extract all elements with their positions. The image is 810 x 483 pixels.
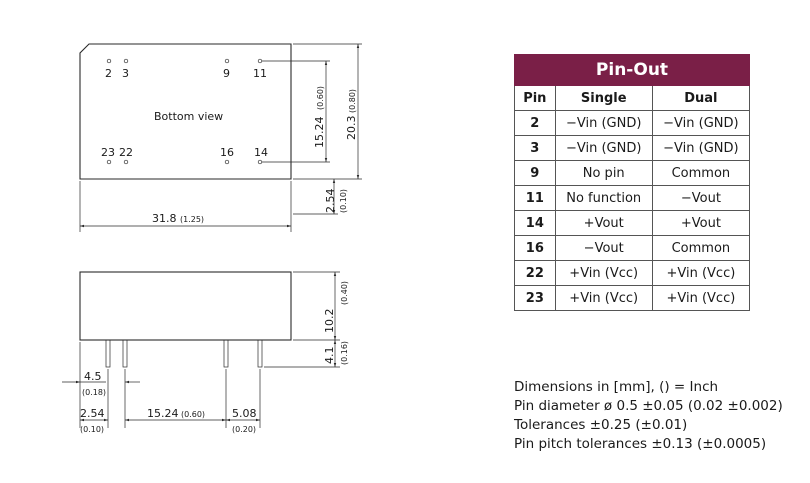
cell-single: +Vout bbox=[554, 210, 653, 236]
dim-span-in: (0.60) bbox=[181, 410, 205, 419]
pin-label-14: 14 bbox=[254, 146, 268, 159]
cell-dual: −Vin (GND) bbox=[651, 135, 751, 161]
cell-dual: −Vout bbox=[651, 185, 751, 211]
cell-pin: 2 bbox=[514, 110, 556, 136]
side-pin-1 bbox=[105, 339, 111, 368]
table-row: 22 +Vin (Vcc) +Vin (Vcc) bbox=[514, 260, 751, 286]
pin-marker-2 bbox=[106, 58, 112, 64]
header-single: Single bbox=[554, 85, 653, 111]
dim-body-h-in: (0.40) bbox=[340, 281, 349, 305]
cell-pin: 16 bbox=[514, 235, 556, 261]
cell-pin: 9 bbox=[514, 160, 556, 186]
dim-span-mm: 15.24 bbox=[147, 407, 179, 420]
dim-edge-in: (0.18) bbox=[82, 388, 106, 397]
dim-first-pin-in: (0.10) bbox=[80, 425, 104, 434]
pin-marker-16 bbox=[224, 159, 230, 165]
pin-label-22: 22 bbox=[119, 146, 133, 159]
dim-pitch-v-in: (0.60) bbox=[316, 86, 325, 110]
pin-label-9: 9 bbox=[223, 67, 230, 80]
header-pin: Pin bbox=[514, 85, 556, 111]
dim-edge-mm: 4.5 bbox=[84, 370, 102, 383]
table-row: 9 No pin Common bbox=[514, 160, 751, 186]
dim-height-in: (0.80) bbox=[348, 89, 357, 113]
dim-body-h-mm: 10.2 bbox=[323, 309, 336, 334]
pin-marker-22 bbox=[123, 159, 129, 165]
cell-single: No function bbox=[554, 185, 653, 211]
cell-single: −Vout bbox=[554, 235, 653, 261]
pin-label-3: 3 bbox=[122, 67, 129, 80]
cell-pin: 14 bbox=[514, 210, 556, 236]
cell-dual: +Vout bbox=[651, 210, 751, 236]
cell-pin: 23 bbox=[514, 285, 556, 311]
module-outline-bottom bbox=[79, 43, 292, 180]
cell-pin: 22 bbox=[514, 260, 556, 286]
dim-pitch-mm: 5.08 bbox=[232, 407, 257, 420]
note-line: Dimensions in [mm], () = Inch bbox=[514, 379, 719, 395]
dim-offset-mm: 2.54 bbox=[324, 189, 337, 214]
table-row: 16 −Vout Common bbox=[514, 235, 751, 261]
note-line: Pin pitch tolerances ±0.13 (±0.0005) bbox=[514, 436, 767, 452]
cell-dual: Common bbox=[651, 235, 751, 261]
note-line: Pin diameter ø 0.5 ±0.05 (0.02 ±0.002) bbox=[514, 398, 783, 414]
pinout-table: Pin-Out Pin Single Dual 2 −Vin (GND) −Vi… bbox=[514, 54, 751, 311]
pin-marker-3 bbox=[123, 58, 129, 64]
cell-pin: 11 bbox=[514, 185, 556, 211]
dim-offset-in: (0.10) bbox=[339, 189, 348, 213]
pinout-title: Pin-Out bbox=[514, 54, 750, 86]
side-pin-4 bbox=[257, 339, 263, 368]
cell-single: −Vin (GND) bbox=[554, 110, 653, 136]
spec-notes: Dimensions in [mm], () = Inch Pin diamet… bbox=[514, 378, 783, 454]
side-pin-2 bbox=[122, 339, 128, 368]
dim-pitch-in: (0.20) bbox=[232, 425, 256, 434]
pin-label-16: 16 bbox=[220, 146, 234, 159]
cell-single: +Vin (Vcc) bbox=[554, 285, 653, 311]
pin-marker-9 bbox=[224, 58, 230, 64]
table-row: 23 +Vin (Vcc) +Vin (Vcc) bbox=[514, 285, 751, 311]
header-dual: Dual bbox=[651, 85, 751, 111]
table-row: 14 +Vout +Vout bbox=[514, 210, 751, 236]
view-label: Bottom view bbox=[154, 110, 223, 123]
table-row: 11 No function −Vout bbox=[514, 185, 751, 211]
note-line: Tolerances ±0.25 (±0.01) bbox=[514, 417, 688, 433]
cell-dual: −Vin (GND) bbox=[651, 110, 751, 136]
bottom-view: 2 3 9 11 23 22 16 14 Bottom view 15.24 (… bbox=[79, 43, 362, 232]
dim-width-mm: 31.8 bbox=[152, 212, 177, 225]
dim-pin-len-mm: 4.1 bbox=[323, 347, 336, 365]
dim-first-pin-mm: 2.54 bbox=[80, 407, 105, 420]
dim-pitch-v-mm: 15.24 bbox=[313, 117, 326, 149]
cell-single: No pin bbox=[554, 160, 653, 186]
cell-single: −Vin (GND) bbox=[554, 135, 653, 161]
cell-dual: +Vin (Vcc) bbox=[651, 260, 751, 286]
module-body-side bbox=[79, 271, 292, 341]
pin-marker-14 bbox=[257, 159, 263, 165]
dim-height-mm: 20.3 bbox=[345, 116, 358, 141]
pin-label-23: 23 bbox=[101, 146, 115, 159]
table-row: 3 −Vin (GND) −Vin (GND) bbox=[514, 135, 751, 161]
pin-marker-11 bbox=[257, 58, 263, 64]
cell-dual: +Vin (Vcc) bbox=[651, 285, 751, 311]
cell-single: +Vin (Vcc) bbox=[554, 260, 653, 286]
dim-pin-len-in: (0.16) bbox=[340, 341, 349, 365]
side-pin-3 bbox=[223, 339, 229, 368]
table-row: 2 −Vin (GND) −Vin (GND) bbox=[514, 110, 751, 136]
pin-label-2: 2 bbox=[105, 67, 112, 80]
side-view: 10.2 (0.40) 4.1 (0.16) 4.5 (0.18) 2.54 (… bbox=[62, 271, 349, 434]
pin-marker-23 bbox=[106, 159, 112, 165]
pin-label-11: 11 bbox=[253, 67, 267, 80]
cell-dual: Common bbox=[651, 160, 751, 186]
dim-width-in: (1.25) bbox=[180, 215, 204, 224]
cell-pin: 3 bbox=[514, 135, 556, 161]
